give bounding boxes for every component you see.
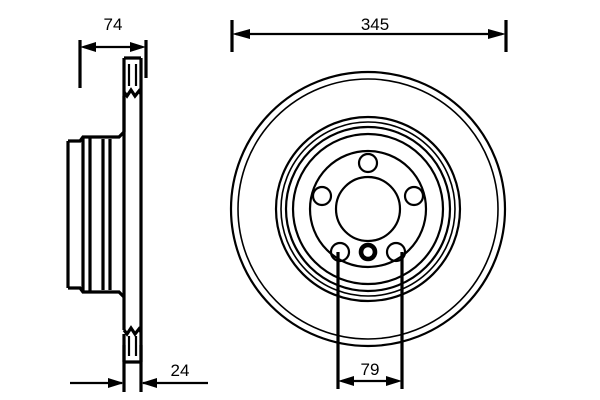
hat-shoulder-bottom: [68, 286, 126, 299]
hat-outer-ring-1-circle: [274, 115, 462, 303]
vent-break-top: [122, 87, 143, 99]
side-section-view: [66, 56, 143, 364]
outer-disc-edge-circle: [229, 70, 507, 348]
arrowhead-345-left: [232, 29, 250, 39]
friction-inner-edge-circle: [237, 78, 499, 340]
hat-outer-ring-3-circle: [284, 125, 452, 293]
arrowhead-24-right: [141, 378, 157, 388]
dimension-74: 74: [78, 15, 148, 88]
hat-face-circle: [308, 149, 428, 269]
dimension-345: 345: [230, 15, 508, 52]
hat-shoulder-circle: [291, 132, 445, 286]
arrowhead-79-left: [338, 376, 354, 386]
hat-outer-ring-2-circle: [280, 121, 456, 297]
dimension-79: 79: [336, 252, 404, 389]
arrowhead-79-right: [386, 376, 402, 386]
centre-locating-hole: [358, 242, 378, 262]
arrowhead-74-left: [80, 42, 96, 52]
lug-hole-upper-right: [403, 185, 425, 207]
hat-shoulder-top: [68, 130, 126, 143]
dimension-label-74: 74: [104, 15, 123, 34]
lug-hole-lower-left: [329, 241, 351, 263]
dimension-label-24: 24: [171, 361, 190, 380]
lug-hole-upper-left: [311, 185, 333, 207]
vent-break-bottom: [122, 325, 143, 337]
front-face-view: [229, 70, 507, 348]
arrowhead-74-right: [130, 42, 146, 52]
dimension-label-79: 79: [361, 360, 380, 379]
lug-hole-lower-right: [385, 241, 407, 263]
arrowhead-345-right: [488, 29, 506, 39]
dimension-24: 24: [70, 345, 208, 392]
centre-bore-circle: [334, 175, 402, 243]
arrowhead-24-left: [108, 378, 124, 388]
dimension-label-345: 345: [361, 15, 389, 34]
lug-hole-top: [357, 152, 379, 174]
